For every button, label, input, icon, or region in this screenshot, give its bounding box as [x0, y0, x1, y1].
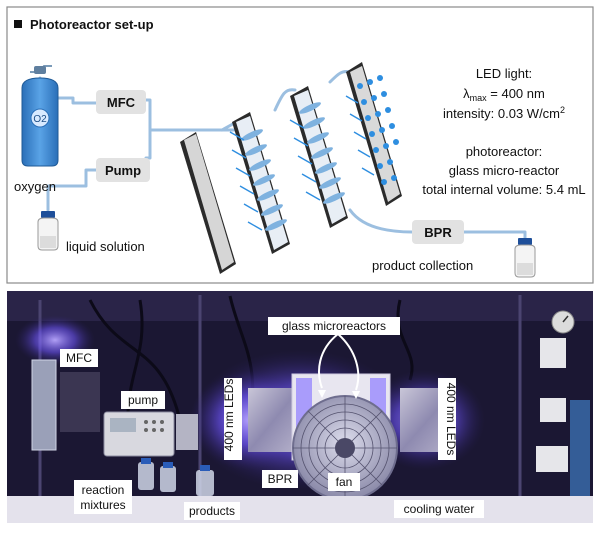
photo-fan-label: fan	[336, 475, 353, 489]
led-array-left	[248, 388, 300, 452]
arrow-left	[318, 333, 339, 389]
photo-mfc-label: MFC	[66, 351, 92, 365]
led-title: LED light:	[476, 66, 532, 81]
photo-panel: MFC pump 400 nm LEDs 400 nm LEDs glass m…	[7, 291, 593, 523]
syringe-module	[176, 414, 198, 450]
photo-mixtures-label: mixtures	[80, 498, 125, 512]
schematic-title: Photoreactor set-up	[30, 17, 154, 32]
photo-glass-microreactors-label: glass microreactors	[282, 319, 386, 333]
led-wavelength: λmax = 400 nm	[463, 86, 545, 103]
photo-leds-left-label: 400 nm LEDs	[222, 379, 236, 452]
light-rays-3	[345, 95, 375, 176]
microreactor-plate-1	[229, 112, 290, 254]
photoreactor-title: photoreactor:	[466, 144, 543, 159]
pressure-gauge	[551, 310, 575, 334]
microchannels-1	[241, 129, 287, 231]
light-rays-1	[229, 131, 263, 231]
schematic-border	[6, 6, 594, 284]
led-intensity: intensity: 0.03 W/cm2	[443, 105, 565, 121]
tube-mfc-pump	[144, 112, 152, 160]
mfc-unit	[31, 359, 57, 451]
photo-products-label: products	[189, 504, 235, 518]
product-bottles	[196, 465, 214, 496]
photo-cooling-water-label: cooling water	[404, 502, 475, 516]
title-bullet	[14, 20, 22, 28]
mfc-rack	[60, 372, 100, 432]
reactor-plate-back	[180, 132, 236, 274]
liquid-bottle-icon	[37, 211, 59, 251]
product-bottle-icon	[514, 238, 536, 278]
pump-label: Pump	[105, 163, 141, 178]
microchannels-2	[299, 102, 345, 204]
o2-symbol: O2	[33, 114, 47, 125]
socket-mid	[540, 398, 566, 422]
oxygen-cylinder: O2	[21, 65, 59, 167]
photo-pump-label: pump	[128, 393, 158, 407]
tube-reactor-bpr	[348, 208, 414, 234]
light-rays-2	[289, 119, 321, 201]
tube-bpr-product	[462, 230, 527, 240]
bpr-box	[412, 220, 464, 244]
bpr-label: BPR	[424, 225, 452, 240]
tube-reactor1-2	[273, 88, 297, 112]
led-plate	[345, 62, 402, 206]
schematic-panel: Photoreactor set-up O2 oxygen MFC Pum	[6, 6, 594, 284]
socket-bottom	[536, 446, 568, 472]
photo-reaction-label: reaction	[82, 483, 125, 497]
arrows	[318, 333, 360, 391]
oxygen-label: oxygen	[14, 179, 56, 194]
pump-box	[96, 158, 150, 182]
product-label: product collection	[372, 258, 473, 273]
photoreactor-volume: total internal volume: 5.4 mL	[422, 182, 585, 197]
led-dots	[357, 75, 399, 185]
mfc-box	[96, 90, 146, 114]
photo-bpr-label: BPR	[268, 472, 293, 486]
liquid-label: liquid solution	[66, 239, 145, 254]
microreactor-plate-2	[289, 86, 348, 228]
socket-top	[540, 338, 566, 368]
tube-pump-liquid	[46, 168, 98, 212]
reaction-bottles	[138, 458, 176, 492]
photo-leds-right-label: 400 nm LEDs	[444, 383, 458, 456]
arrow-right	[337, 333, 360, 391]
photoreactor-type: glass micro-reactor	[449, 163, 560, 178]
mfc-label: MFC	[107, 95, 136, 110]
gas-cylinder	[570, 400, 590, 500]
